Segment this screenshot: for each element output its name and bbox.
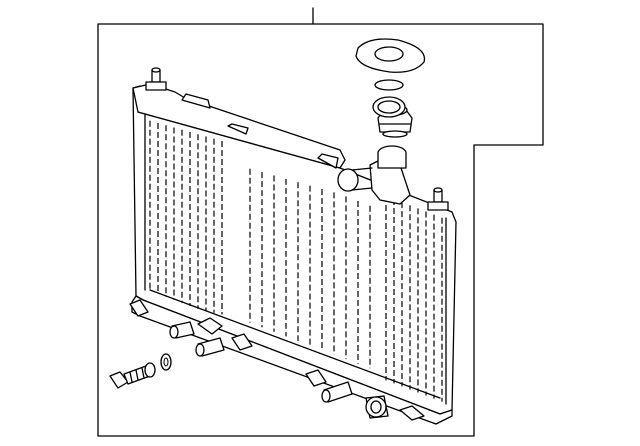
filler-gasket bbox=[355, 38, 426, 91]
radiator-core bbox=[132, 85, 457, 415]
lower-tank bbox=[129, 295, 453, 425]
core-fins-left bbox=[149, 120, 223, 315]
o-ring bbox=[160, 353, 172, 371]
filler-neck bbox=[337, 145, 411, 205]
core-fins-middle bbox=[249, 168, 371, 369]
outlet-pipe-4 bbox=[365, 395, 389, 419]
cap-seal bbox=[372, 96, 406, 118]
outlet-pipe-2 bbox=[195, 337, 225, 357]
mounting-pin-right bbox=[427, 187, 449, 211]
outlet-pipe-1 bbox=[169, 321, 195, 339]
outlet-pipe-3 bbox=[321, 381, 353, 403]
drain-plug bbox=[109, 362, 156, 389]
mounting-pin-left bbox=[145, 67, 167, 91]
parts-frame bbox=[97, 23, 544, 437]
core-fins-right bbox=[385, 195, 443, 402]
